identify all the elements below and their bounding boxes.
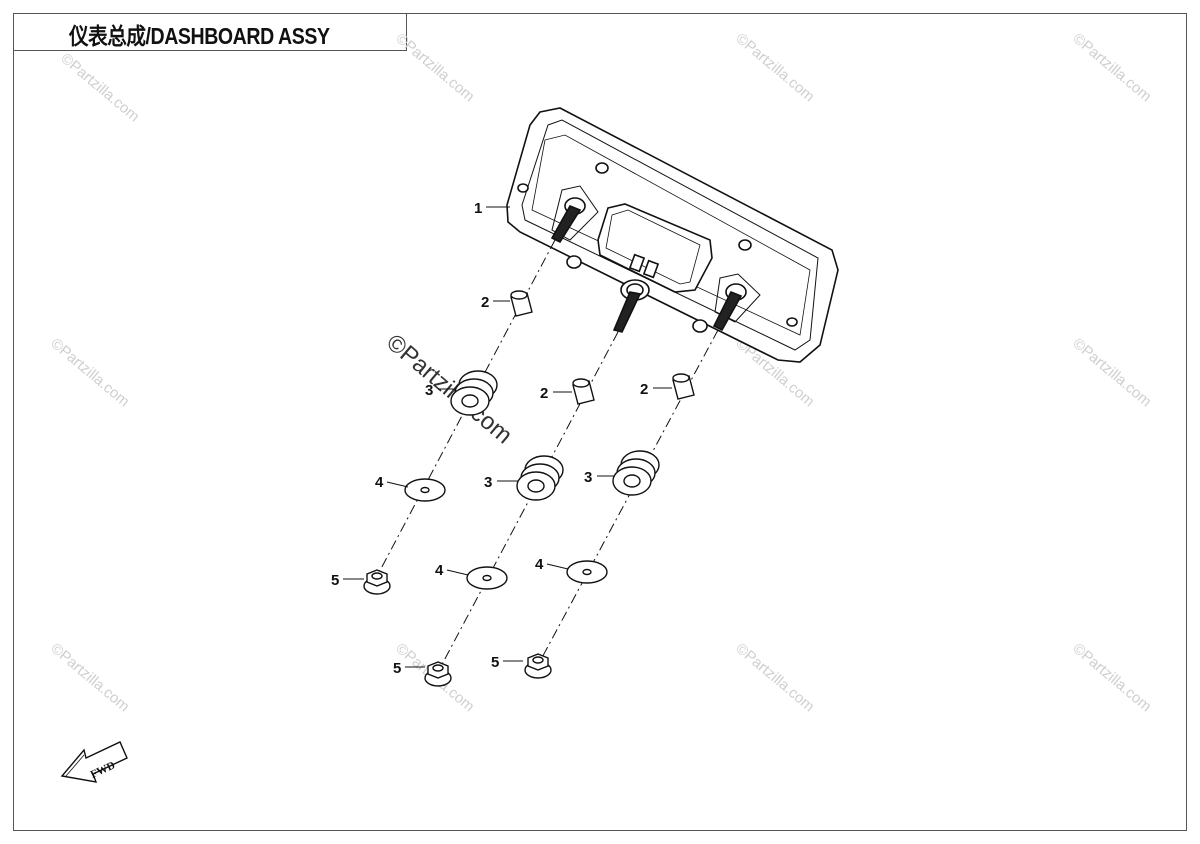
callout-2: 2 [540,385,548,402]
callout-2: 2 [481,294,489,311]
watermark: ©Partzilla.com [1069,640,1154,715]
callout-2: 2 [640,381,648,398]
page-title: 仪表总成/DASHBOARD ASSY [69,23,330,49]
dashboard-housing [506,107,839,363]
spacers [510,290,695,405]
watermark: ©Partzilla.com [392,30,477,105]
watermark: ©Partzilla.com [57,50,142,125]
watermark: ©Partzilla.com [732,640,817,715]
washers [404,478,608,590]
leader-lines [343,206,672,668]
callout-5: 5 [331,572,339,589]
grommets [450,370,660,501]
drawing-frame [13,13,1187,831]
callout-3: 3 [425,382,433,399]
watermark: ©Partzilla.com [1069,30,1154,105]
nuts [363,569,552,687]
callout-5: 5 [491,654,499,671]
fwd-arrow-icon: FWD [60,741,128,783]
callout-4: 4 [375,474,384,491]
watermark: ©Partzilla.com [1069,335,1154,410]
watermark: ©Partzilla.com [732,30,817,105]
title-box: 仪表总成/DASHBOARD ASSY [13,13,407,51]
callout-3: 3 [484,474,492,491]
callout-3: 3 [584,469,592,486]
callout-4: 4 [535,556,544,573]
callouts: 1 2 2 2 3 3 3 4 4 4 5 5 5 [331,200,648,677]
callout-4: 4 [435,562,444,579]
callout-5: 5 [393,660,401,677]
watermark: ©Partzilla.com [47,640,132,715]
callout-1: 1 [474,200,482,217]
watermark: ©Partzilla.com [47,335,132,410]
